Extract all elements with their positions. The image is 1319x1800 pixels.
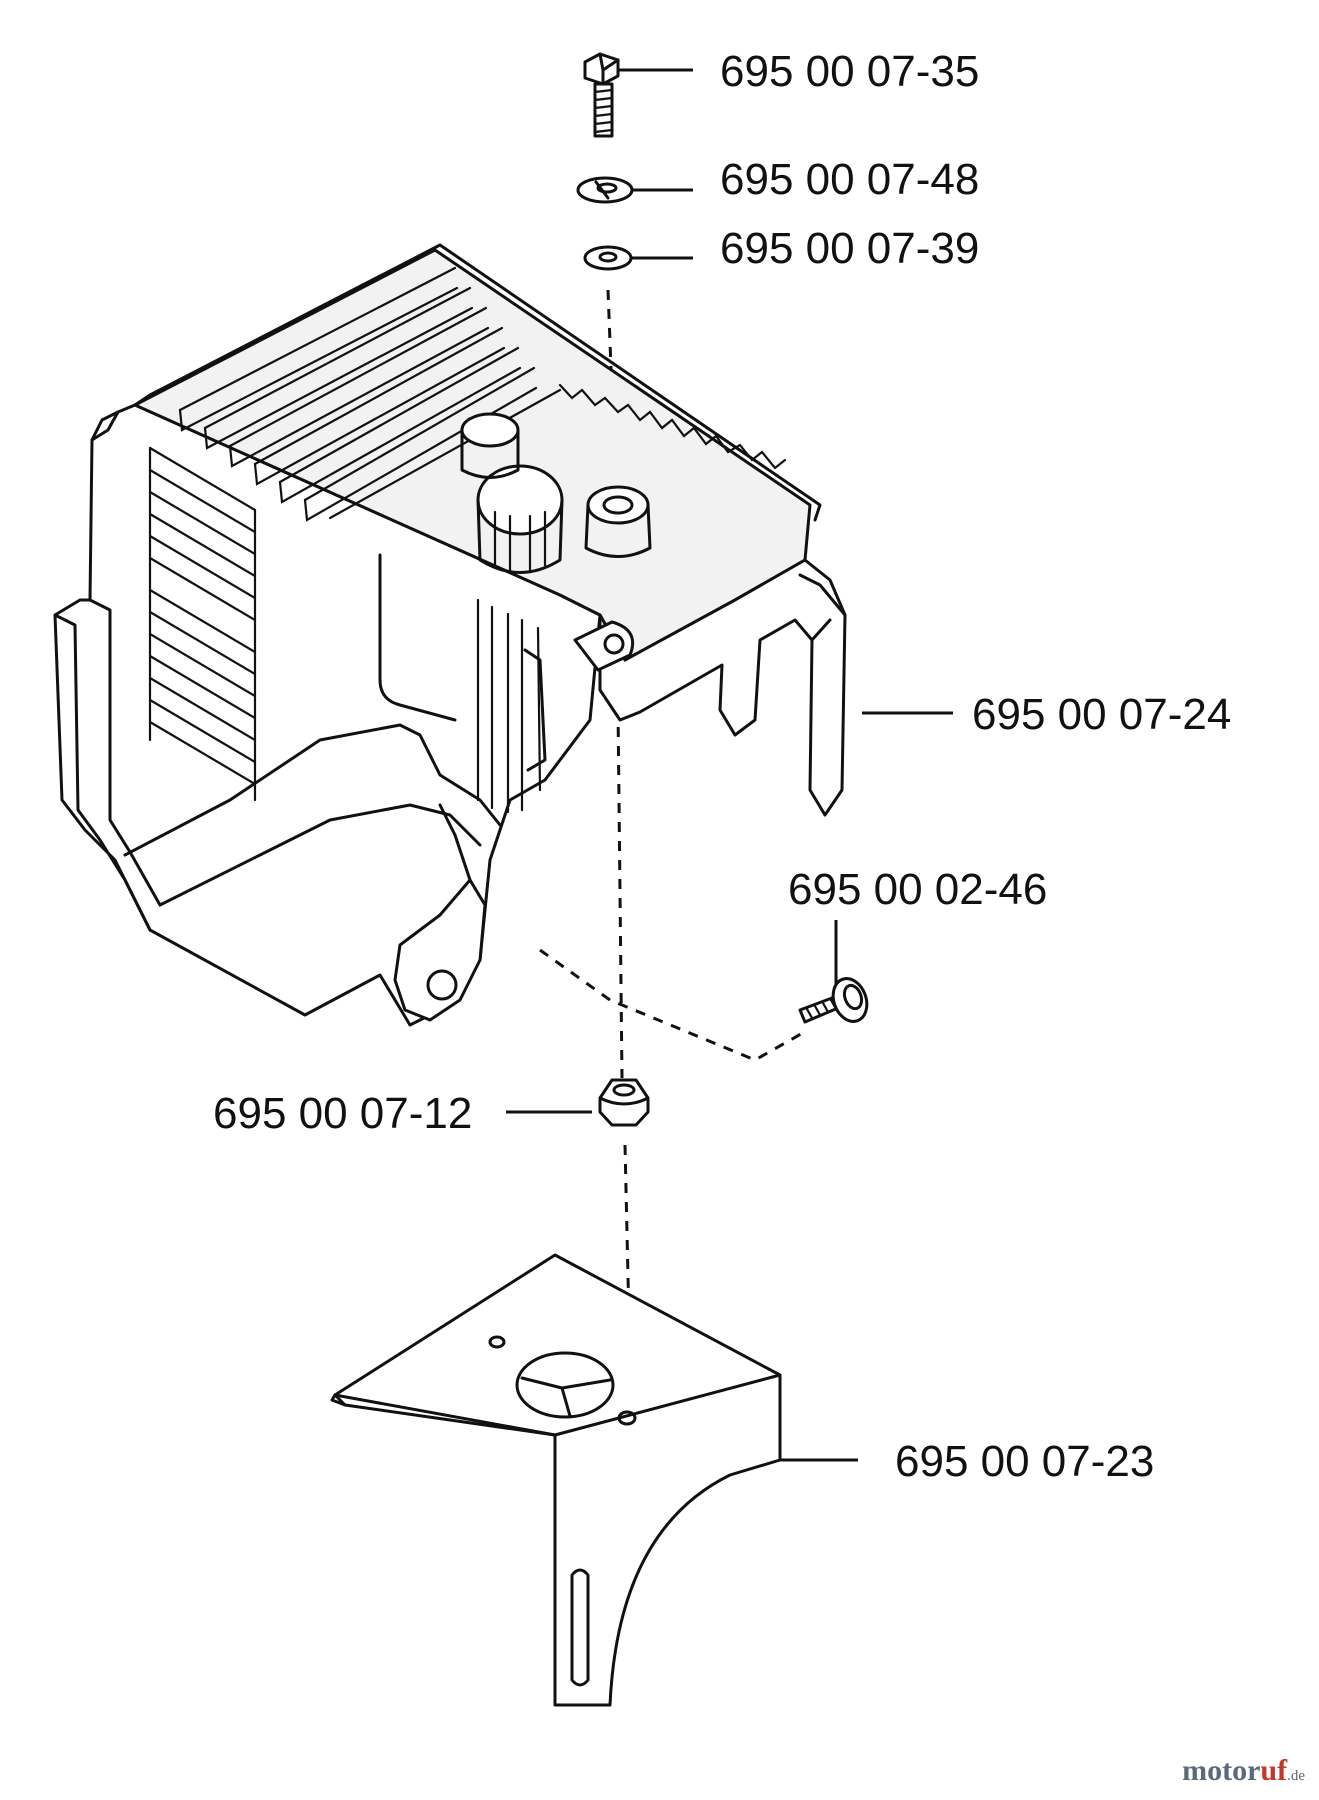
lock-washer-icon — [576, 176, 634, 204]
nut-icon — [598, 1078, 650, 1127]
watermark-main: motor — [1182, 1754, 1261, 1787]
part-number-heat-shield: 695 00 07-23 — [895, 1437, 1155, 1486]
part-number-screw: 695 00 02-46 — [788, 865, 1048, 914]
cylinder-cover-icon — [53, 243, 847, 1027]
part-number-lock-washer: 695 00 07-48 — [720, 155, 980, 204]
screw-icon — [798, 977, 869, 1024]
part-number-bolt: 695 00 07-35 — [720, 47, 980, 96]
part-number-cylinder-cover: 695 00 07-24 — [972, 690, 1232, 739]
bolt-icon — [583, 52, 620, 138]
heat-shield-icon — [330, 1253, 782, 1707]
part-number-flat-washer: 695 00 07-39 — [720, 224, 980, 273]
watermark-accent: uf — [1260, 1754, 1288, 1787]
leader-lines — [506, 68, 953, 1462]
flat-washer-icon — [583, 245, 633, 271]
watermark-tld: .de — [1287, 1768, 1305, 1784]
watermark-logo: motoruf.de — [1182, 1756, 1305, 1786]
part-number-nut: 695 00 07-12 — [213, 1089, 473, 1138]
